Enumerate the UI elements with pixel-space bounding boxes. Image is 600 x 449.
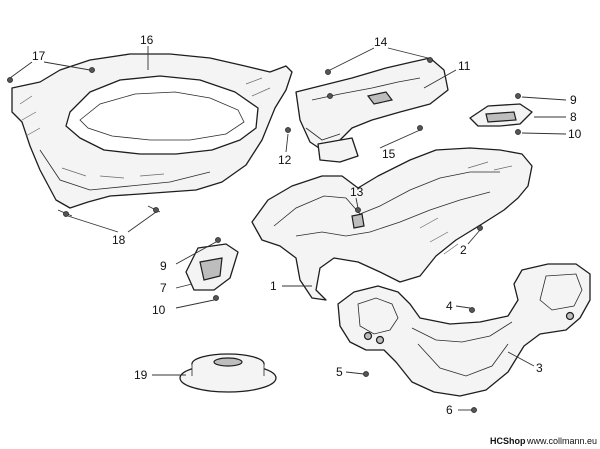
screw-18a [63, 211, 69, 217]
screw-9a [515, 93, 521, 99]
callout-7: 7 [160, 281, 167, 295]
callout-4: 4 [446, 299, 453, 313]
screw-15 [417, 125, 423, 131]
part-16-rear-cover[interactable] [11, 53, 293, 217]
screw-18b [153, 207, 159, 213]
callout-13: 13 [350, 185, 364, 199]
screw-13 [355, 207, 361, 213]
screw-12 [285, 127, 291, 133]
screw-9b [215, 237, 221, 243]
callout-9-left: 9 [160, 259, 167, 273]
screw-10b [213, 295, 219, 301]
part-3-lower-cover[interactable] [337, 263, 591, 397]
screw-17a [7, 77, 13, 83]
callout-10-top: 10 [568, 127, 582, 141]
callout-17: 17 [32, 49, 46, 63]
callout-19: 19 [134, 368, 148, 382]
screw-14a [325, 69, 331, 75]
callout-18: 18 [112, 233, 126, 247]
watermark-url: www.collmann.eu [526, 436, 597, 446]
screw-4 [469, 307, 475, 313]
part-7-bracket[interactable] [185, 243, 239, 291]
part-8-bracket-top[interactable] [469, 103, 533, 127]
screw-14b [427, 57, 433, 63]
watermark: HCShop www.collmann.eu [490, 436, 597, 446]
part-1-front-cover[interactable] [251, 147, 533, 301]
screw-5 [363, 371, 369, 377]
callout-6: 6 [446, 403, 453, 417]
callout-8-top: 8 [570, 110, 577, 124]
part-19-round-cap[interactable] [179, 353, 277, 393]
callout-16: 16 [140, 33, 154, 47]
leader-lines [9, 46, 567, 411]
screw-2 [477, 225, 483, 231]
callout-2: 2 [460, 243, 467, 257]
part-11-upper-cover[interactable] [295, 57, 449, 163]
callout-12: 12 [278, 153, 292, 167]
screw-14c [327, 93, 333, 99]
callout-14: 14 [374, 35, 388, 49]
callout-9-top: 9 [570, 93, 577, 107]
callout-3: 3 [536, 361, 543, 375]
callouts: 17 16 14 11 9 8 10 12 15 13 2 18 9 7 10 … [32, 33, 582, 417]
callout-5: 5 [336, 365, 343, 379]
watermark-brand: HCShop [490, 436, 526, 446]
callout-11: 11 [458, 59, 471, 73]
callout-10-left: 10 [152, 303, 166, 317]
screw-17b [89, 67, 95, 73]
callout-1: 1 [270, 279, 277, 293]
callout-15: 15 [382, 147, 396, 161]
screw-10a [515, 129, 521, 135]
screw-6 [471, 407, 477, 413]
